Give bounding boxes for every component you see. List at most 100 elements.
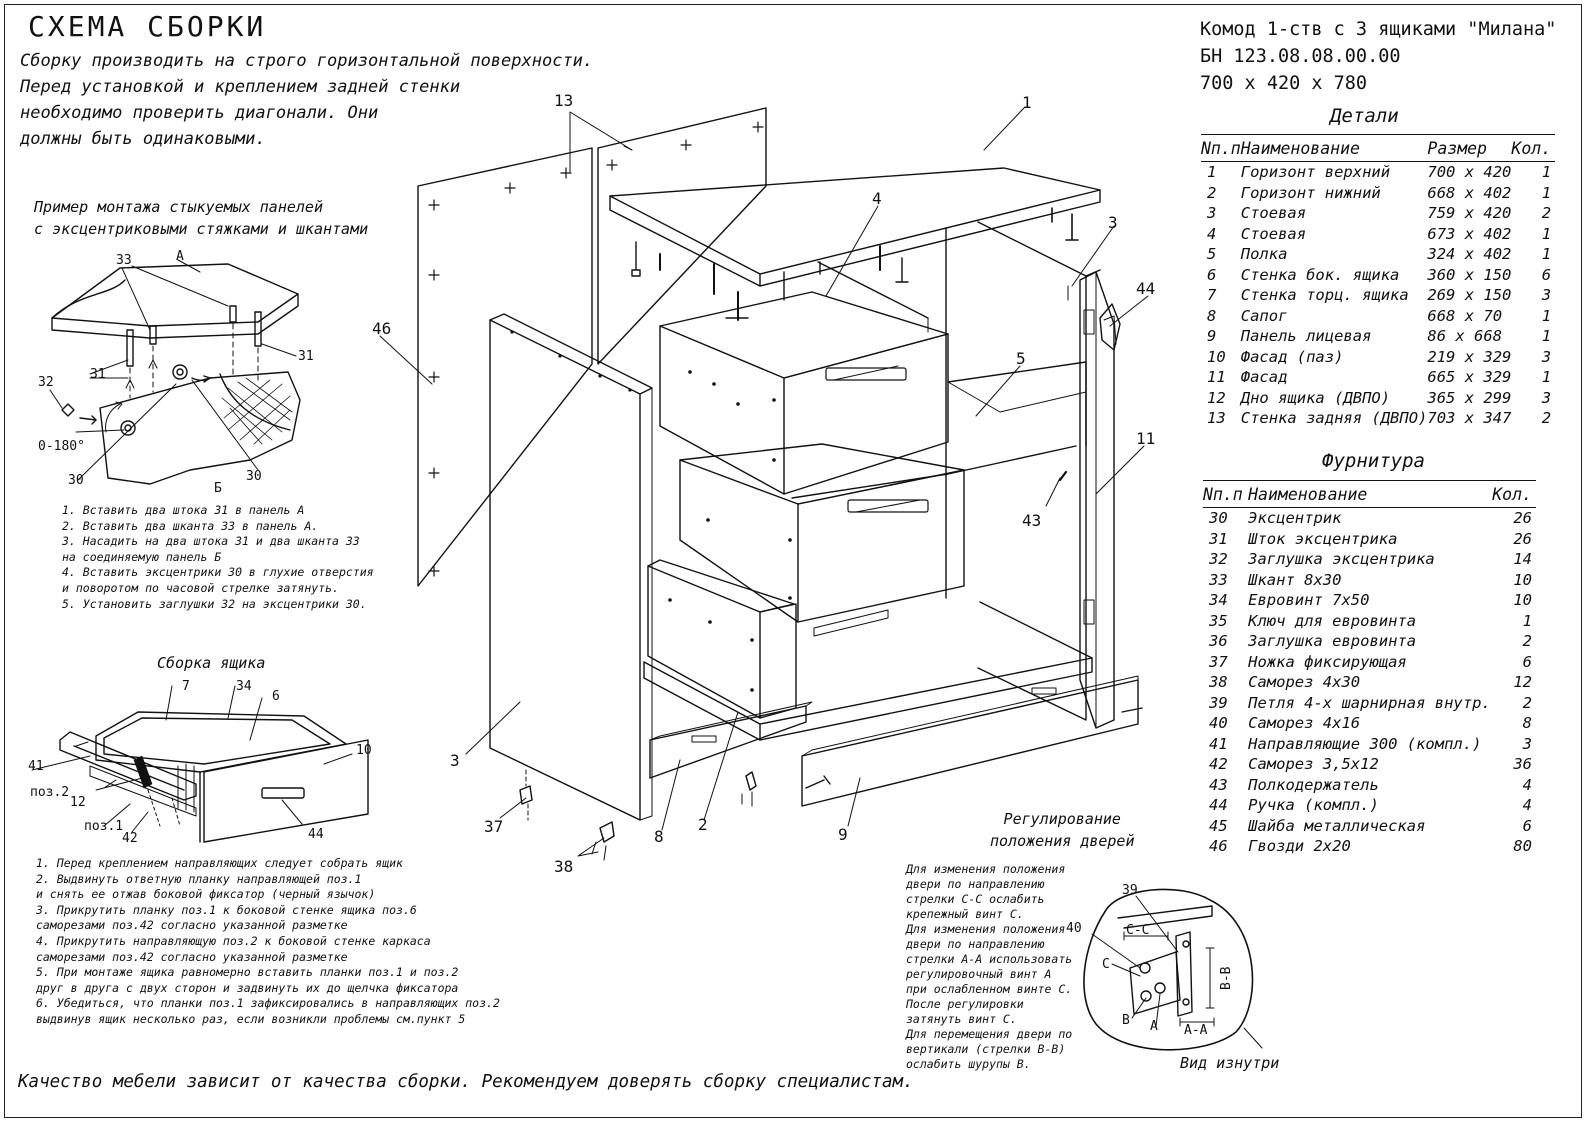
header-size: Размер <box>1427 138 1487 158</box>
hardware-row-num: 33 <box>1209 570 1228 589</box>
details-row-name: Стенка задняя (ДВПО) <box>1240 409 1428 428</box>
door-note-line: После регулировки <box>906 997 1024 1011</box>
details-row-name: Горизонт нижний <box>1240 183 1381 202</box>
details-row-qty: 2 <box>1541 409 1552 428</box>
details-row-name: Полка <box>1240 245 1288 264</box>
details-row-size: 360 x 150 <box>1427 265 1512 284</box>
mounting-steps: 1. Вставить два штока 31 в панель А 2. В… <box>62 503 374 612</box>
details-row-num: 2 <box>1207 183 1217 202</box>
details-row-qty: 1 <box>1541 245 1552 264</box>
hardware-row-num: 30 <box>1209 509 1228 528</box>
mounting-step: на соединяемую панель Б <box>62 549 222 564</box>
hardware-row-name: Ключ для евровинта <box>1248 611 1417 630</box>
drawer-step: 6. Убедиться, что планки поз.1 зафиксиро… <box>36 996 500 1011</box>
details-row-qty: 3 <box>1541 388 1552 407</box>
drawer-step: и снять ее отжав боковой фиксатор (черны… <box>36 887 376 902</box>
label-c: С <box>1102 957 1110 972</box>
door-note-line: ослабить шурупы В. <box>906 1057 1031 1071</box>
details-row-num: 3 <box>1207 204 1217 223</box>
details-row-qty: 1 <box>1541 163 1552 182</box>
intro-line: Сборку производить на строго горизонталь… <box>20 51 594 71</box>
drawer-step: 3. Прикрутить планку поз.1 к боковой сте… <box>36 902 417 917</box>
callout-12: 12 <box>70 795 86 810</box>
details-row-qty: 1 <box>1541 306 1552 325</box>
drawer-steps: 1. Перед креплением направляющих следует… <box>36 856 500 1028</box>
details-row-num: 13 <box>1207 409 1226 428</box>
details-row-num: 6 <box>1207 265 1217 284</box>
hardware-row-num: 39 <box>1209 693 1228 712</box>
callout-44-drawer: 44 <box>308 827 324 842</box>
intro-line: Перед установкой и креплением задней сте… <box>20 77 461 97</box>
door-note-line: стрелки С-С ослабить <box>906 892 1045 906</box>
hardware-row-name: Заглушка эксцентрика <box>1248 550 1435 569</box>
callout-42: 42 <box>122 831 138 846</box>
hardware-row-name: Шкант 8x30 <box>1248 570 1342 589</box>
door-note-line: Для перемещения двери по <box>906 1027 1073 1041</box>
label-cc: С-С <box>1126 923 1149 938</box>
hardware-row-name: Саморез 3,5x12 <box>1248 755 1379 774</box>
details-title: Детали <box>1330 105 1399 127</box>
callout-33: 33 <box>116 253 132 268</box>
mounting-step: и поворотом по часовой стрелке затянуть. <box>62 580 339 595</box>
details-row-name: Дно ящика (ДВПО) <box>1240 388 1391 407</box>
label-panel-b: Б <box>214 481 222 496</box>
mounting-step: 4. Вставить эксцентрики 30 в глухие отве… <box>62 565 374 580</box>
details-row-size: 219 x 329 <box>1427 347 1512 366</box>
hardware-row-name: Шайба металлическая <box>1248 816 1426 835</box>
label-vv: В-В <box>1219 966 1234 990</box>
label-aa: А-А <box>1184 1023 1208 1038</box>
drawer-assembly-title: Сборка ящика <box>157 654 266 672</box>
hardware-row-qty: 6 <box>1522 816 1532 835</box>
details-row-num: 9 <box>1207 327 1217 346</box>
product-info: Комод 1-ств с 3 ящиками "Милана" БН 123.… <box>1200 16 1556 97</box>
hardware-row-num: 38 <box>1209 673 1228 692</box>
details-row-name: Стенка торц. ящика <box>1240 286 1409 305</box>
details-row-num: 12 <box>1207 388 1226 407</box>
door-note-line: двери по направлению <box>906 937 1045 951</box>
mounting-step: 1. Вставить два штока 31 в панель А <box>62 503 305 517</box>
details-row-num: 4 <box>1207 224 1217 243</box>
header-name: Наименование <box>1240 138 1360 158</box>
callout-11: 11 <box>1136 429 1155 448</box>
details-row-size: 700 x 420 <box>1427 163 1512 182</box>
intro-line: необходимо проверить диагонали. Они <box>20 103 379 123</box>
door-note-line: двери по направлению <box>906 877 1045 891</box>
hardware-row-num: 40 <box>1209 714 1228 733</box>
label-poz1: поз.1 <box>84 819 123 834</box>
mounting-title: Пример монтажа стыкуемых панелей с эксце… <box>34 196 368 240</box>
callout-9: 9 <box>838 825 848 844</box>
label-panel-a: А <box>176 249 184 264</box>
intro-text: Сборку производить на строго горизонталь… <box>20 48 594 152</box>
door-adjust-note: Для изменения положения двери по направл… <box>906 862 1072 1072</box>
header-qty: Кол. <box>1492 484 1532 504</box>
hardware-row-qty: 2 <box>1522 693 1532 712</box>
callout-3-right: 3 <box>1108 213 1118 232</box>
product-dimensions: 700 x 420 x 780 <box>1200 73 1368 94</box>
mounting-title-line: Пример монтажа стыкуемых панелей <box>34 198 323 216</box>
details-row-name: Горизонт верхний <box>1240 163 1391 182</box>
hardware-row-qty: 2 <box>1522 632 1532 651</box>
hardware-row-qty: 6 <box>1522 652 1532 671</box>
header-num: Nп.п <box>1201 138 1241 158</box>
hardware-row-name: Гвозди 2x20 <box>1248 837 1351 856</box>
callout-31-left: 31 <box>90 367 106 382</box>
door-title-line: положения дверей <box>990 832 1135 850</box>
details-row-qty: 3 <box>1541 286 1552 305</box>
